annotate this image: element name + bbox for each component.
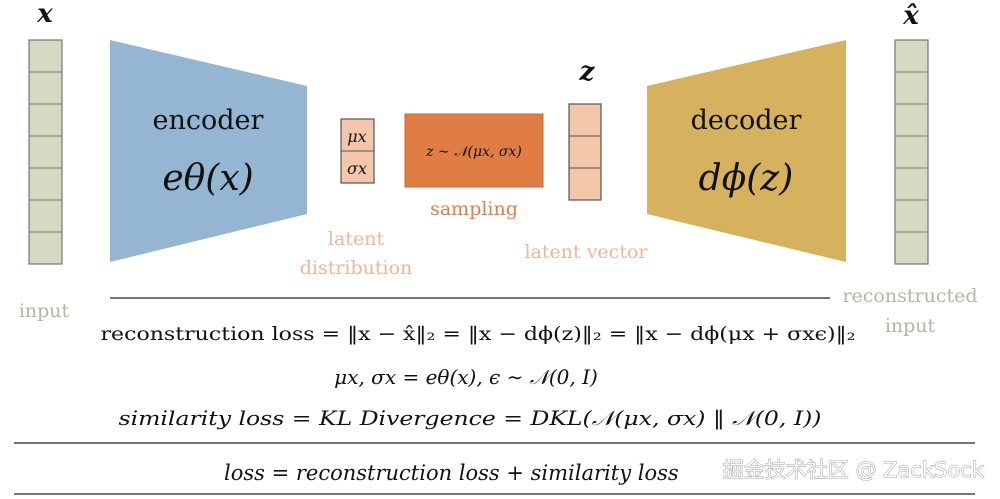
sampling-formula: z ∼ 𝒩(μx, σx) <box>425 144 522 160</box>
decoder-block <box>647 40 846 262</box>
sigma-label: σx <box>347 159 367 178</box>
decoder-label: decoder <box>691 105 802 136</box>
latent-distribution-label-1: latent <box>328 228 385 250</box>
input-caption: input <box>19 300 70 322</box>
watermark: 掘金技术社区 @ ZackSock <box>723 458 985 482</box>
output-vector <box>894 39 929 265</box>
z-label: z <box>579 57 596 87</box>
total-loss-equation: loss = reconstruction loss + similarity … <box>224 461 679 485</box>
mu-label: μx <box>347 127 366 146</box>
reconstructed-caption-2: input <box>885 315 936 337</box>
latent-vector-label: latent vector <box>525 241 649 263</box>
input-vector <box>28 39 63 265</box>
encoder-label: encoder <box>153 105 264 136</box>
sampling-block <box>404 113 544 188</box>
reconstructed-caption-1: reconstructed <box>842 285 977 307</box>
encoder-function: eθ(x) <box>162 158 253 199</box>
input-x-label: x <box>36 0 53 29</box>
reparameterization-equation: μx, σx = eθ(x), ϵ ∼ 𝒩(0, I) <box>334 365 598 389</box>
decoder-function: dϕ(z) <box>699 158 794 199</box>
similarity-loss-equation: similarity loss = KL Divergence = DKL(𝒩(… <box>119 406 822 431</box>
output-xhat-label: x̂ <box>902 1 919 31</box>
latent-distribution-box <box>340 118 375 184</box>
latent-vector-box <box>568 103 602 201</box>
sampling-label: sampling <box>430 198 518 220</box>
encoder-block <box>110 40 307 262</box>
reconstruction-loss-equation: reconstruction loss = ‖x − x̂‖₂ = ‖x − d… <box>101 323 856 345</box>
latent-distribution-label-2: distribution <box>300 257 413 279</box>
